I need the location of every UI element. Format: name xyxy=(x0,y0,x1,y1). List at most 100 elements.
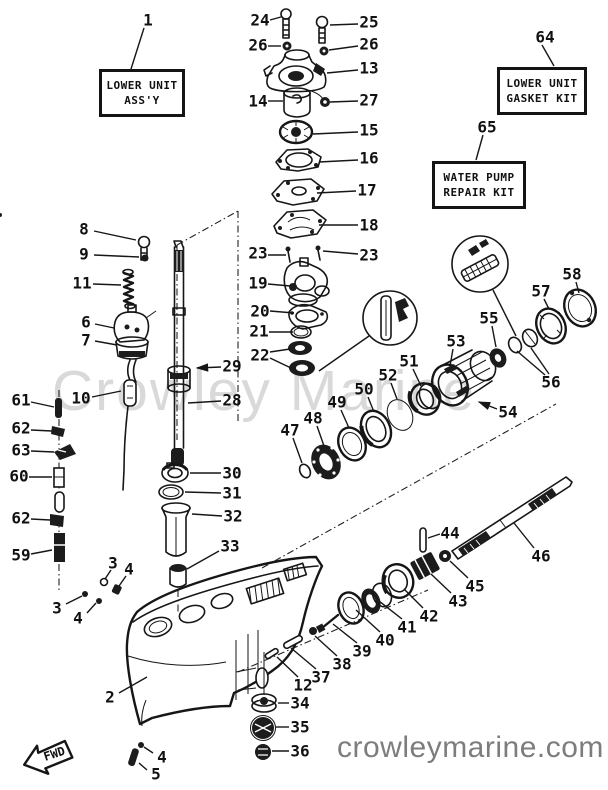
callout-55: 55 xyxy=(479,309,499,348)
callout-47: 47 xyxy=(280,421,303,464)
part-number-9: 9 xyxy=(79,245,89,264)
part-number-35: 35 xyxy=(290,718,309,737)
callout-63: 63 xyxy=(11,441,55,460)
part-number-42: 42 xyxy=(419,607,438,626)
callout-19: 19 xyxy=(248,274,291,293)
small-parts-row xyxy=(264,582,393,660)
callout-4: 4 xyxy=(73,602,97,628)
detail-circle-key xyxy=(318,290,418,372)
part-number-12: 12 xyxy=(293,676,312,695)
callout-25: 25 xyxy=(329,13,379,32)
label-box-line: ASS'Y xyxy=(124,94,160,107)
part-number-14: 14 xyxy=(248,92,267,111)
callout-54: 54 xyxy=(477,401,518,422)
callout-9: 9 xyxy=(79,245,140,264)
callout-44: 44 xyxy=(427,524,460,543)
part-number-40: 40 xyxy=(375,631,394,650)
callout-61: 61 xyxy=(11,391,55,410)
callout-27: 27 xyxy=(329,91,379,110)
callout-1: 1 xyxy=(130,11,153,70)
part-number-2: 2 xyxy=(105,688,115,707)
callout-7: 7 xyxy=(81,331,118,350)
callout-24: 24 xyxy=(250,11,282,30)
callout-40: 40 xyxy=(355,609,395,650)
callout-50: 50 xyxy=(354,380,375,413)
callout-43: 43 xyxy=(430,573,468,611)
part-number-43: 43 xyxy=(448,592,467,611)
callout-59: 59 xyxy=(11,546,53,565)
lower-bearing-stack xyxy=(158,462,191,588)
part-number-3: 3 xyxy=(108,554,118,573)
callout-4: 4 xyxy=(143,746,167,767)
callout-28: 28 xyxy=(187,391,242,410)
callout-38: 38 xyxy=(314,635,352,674)
label-box-line: WATER PUMP xyxy=(443,171,515,184)
part-number-3: 3 xyxy=(52,599,62,618)
part-number-56: 56 xyxy=(541,373,560,392)
part-number-1: 1 xyxy=(143,11,153,30)
part-number-24: 24 xyxy=(250,11,269,30)
part-number-57: 57 xyxy=(531,282,550,301)
callout-52: 52 xyxy=(378,366,398,400)
part-number-32: 32 xyxy=(223,507,242,526)
part-number-39: 39 xyxy=(352,642,371,661)
label-box-line: GASKET KIT xyxy=(506,92,578,105)
part-number-23: 23 xyxy=(359,246,378,265)
label-box-line: LOWER UNIT xyxy=(506,77,578,90)
part-number-33: 33 xyxy=(220,537,239,556)
part-number-31: 31 xyxy=(222,484,241,503)
part-number-21: 21 xyxy=(249,322,268,341)
part-number-26: 26 xyxy=(359,35,378,54)
label-box-water-pump-repair-kit: WATER PUMP REPAIR KIT xyxy=(432,161,526,209)
part-number-4: 4 xyxy=(73,609,83,628)
callout-35: 35 xyxy=(276,718,310,737)
callout-62: 62 xyxy=(11,509,51,528)
callout-18: 18 xyxy=(319,216,379,235)
part-number-49: 49 xyxy=(327,393,346,412)
part-number-62: 62 xyxy=(11,419,30,438)
part-number-26: 26 xyxy=(248,36,267,55)
part-number-11: 11 xyxy=(72,274,91,293)
callout-23: 23 xyxy=(322,246,379,265)
part-number-20: 20 xyxy=(250,302,269,321)
callout-29: 29 xyxy=(195,357,242,376)
callout-34: 34 xyxy=(278,694,310,713)
part-number-22: 22 xyxy=(250,346,269,365)
part-number-7: 7 xyxy=(81,331,91,350)
water-pump-stack xyxy=(0,8,330,239)
callout-8: 8 xyxy=(79,220,137,241)
callout-10: 10 xyxy=(71,389,122,408)
part-number-53: 53 xyxy=(446,332,465,351)
label-box-line: REPAIR KIT xyxy=(443,186,515,199)
site-watermark-text: crowleymarine.com xyxy=(337,731,604,764)
fwd-arrow: FWD xyxy=(23,739,74,775)
part-number-29: 29 xyxy=(222,357,241,376)
callout-17: 17 xyxy=(316,181,377,200)
callout-64: 64 xyxy=(535,28,555,67)
callout-13: 13 xyxy=(326,59,379,78)
callout-11: 11 xyxy=(72,274,122,293)
callout-53: 53 xyxy=(446,332,466,367)
callout-16: 16 xyxy=(318,149,379,168)
part-number-23: 23 xyxy=(248,244,267,263)
callout-3: 3 xyxy=(104,554,118,580)
part-number-10: 10 xyxy=(71,389,90,408)
callout-56: 56 xyxy=(516,347,561,392)
callout-42: 42 xyxy=(403,588,439,626)
callout-39: 39 xyxy=(332,623,372,661)
part-number-13: 13 xyxy=(359,59,378,78)
gear-case-housing xyxy=(125,555,324,727)
label-box-lower-unit-gasket-kit: LOWER UNIT GASKET KIT xyxy=(497,67,587,115)
part-number-4: 4 xyxy=(124,560,134,579)
watermark: Crowley Marine xyxy=(52,359,476,423)
part-number-55: 55 xyxy=(479,309,498,328)
part-number-15: 15 xyxy=(359,121,378,140)
part-number-38: 38 xyxy=(332,655,351,674)
fwd-arrow-label: FWD xyxy=(42,744,67,764)
part-number-27: 27 xyxy=(359,91,378,110)
part-number-58: 58 xyxy=(562,265,581,284)
callout-20: 20 xyxy=(250,302,295,321)
callout-23: 23 xyxy=(248,244,286,263)
